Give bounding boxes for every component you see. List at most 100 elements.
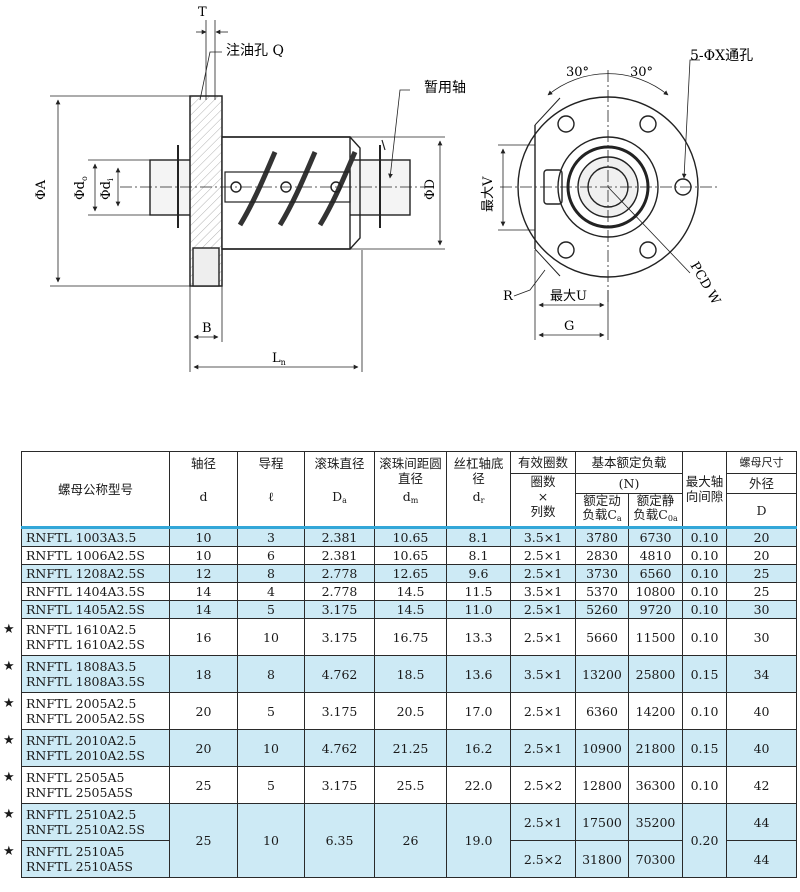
model-name: RNFTL 2510A5 [26, 844, 125, 859]
label-oil-hole: 注油孔 Q [226, 43, 284, 59]
table-cell: 0.10 [682, 546, 728, 565]
table-cell: 20 [169, 729, 238, 767]
model-name: RNFTL 1208A2.5S [26, 566, 145, 581]
table-cell: 0.10 [682, 692, 728, 730]
table-cell: 9720 [627, 600, 684, 619]
svg-text:Φdi: Φdi [99, 178, 115, 200]
header-turns: 有效圈数 [510, 451, 576, 474]
label-phiD: ΦD [423, 179, 438, 200]
table-cell: 14.5 [374, 600, 447, 619]
table-cell: 11.0 [446, 600, 511, 619]
table-cell: 2.5×1 [510, 803, 576, 841]
header-load: 基本额定负载 [574, 451, 684, 474]
label-phido: Φdo [73, 176, 89, 200]
star-icon: ★ [3, 806, 15, 822]
label-angle-left: 30° [566, 65, 589, 80]
model-cell: RNFTL 1208A2.5S [21, 564, 170, 583]
table-cell: 16.75 [374, 618, 447, 656]
table-cell: 44 [726, 803, 798, 841]
table-cell: 42 [726, 766, 798, 804]
table-cell: 2.381 [304, 546, 375, 565]
label-angle-right: 30° [630, 65, 653, 80]
table-cell: 34 [726, 655, 798, 693]
header-turns-sub: 圈数×列数 [510, 473, 576, 528]
table-cell: 44 [726, 840, 798, 878]
table-cell: 36300 [627, 766, 684, 804]
table-cell: 40 [726, 692, 798, 730]
table-cell: 10900 [575, 729, 629, 767]
table-cell: 6.35 [304, 803, 375, 878]
star-icon: ★ [3, 658, 15, 674]
model-cell: RNFTL 1404A3.5S [21, 582, 170, 601]
label-maxU: 最大U [550, 289, 587, 304]
table-cell: 16.2 [446, 729, 511, 767]
table-cell: 30 [726, 600, 798, 619]
model-name: RNFTL 1405A2.5S [26, 602, 145, 617]
header-dyn: 额定动负载Ca [575, 493, 629, 528]
table-cell: 16 [169, 618, 238, 656]
table-cell: 12 [169, 564, 238, 583]
label-R: R [503, 289, 514, 304]
table-cell: 18.5 [374, 655, 447, 693]
table-cell: 10 [237, 618, 305, 656]
model-name: RNFTL 2505A5S [26, 785, 133, 800]
table-cell: 14200 [627, 692, 684, 730]
table-cell: 5660 [575, 618, 629, 656]
table-cell: 18 [169, 655, 238, 693]
model-name: RNFTL 1610A2.5S [26, 637, 145, 652]
table-cell: 0.10 [682, 600, 728, 619]
star-icon: ★ [3, 695, 15, 711]
table-cell: 8.1 [446, 526, 511, 547]
table-cell: 0.10 [682, 564, 728, 583]
table-cell: 31800 [575, 840, 629, 878]
table-cell: 0.15 [682, 729, 728, 767]
table-cell: 3780 [575, 526, 629, 547]
table-cell: 5 [237, 766, 305, 804]
table-cell: 3730 [575, 564, 629, 583]
header-model: 螺母公称型号 [21, 451, 170, 528]
table-cell: 5370 [575, 582, 629, 601]
table-cell: 20 [169, 692, 238, 730]
model-name: RNFTL 1003A3.5 [26, 530, 137, 545]
table-cell: 10 [169, 546, 238, 565]
header-od: 外径 [726, 473, 798, 494]
table-cell: 12800 [575, 766, 629, 804]
table-cell: 6360 [575, 692, 629, 730]
table-cell: 2.5×2 [510, 766, 576, 804]
table-cell: 17.0 [446, 692, 511, 730]
table-cell: 2830 [575, 546, 629, 565]
table-cell: 5260 [575, 600, 629, 619]
model-cell: RNFTL 1405A2.5S [21, 600, 170, 619]
table-cell: 35200 [627, 803, 684, 841]
table-cell: 40 [726, 729, 798, 767]
model-name: RNFTL 2010A2.5 [26, 733, 137, 748]
star-icon: ★ [3, 769, 15, 785]
table-cell: 4 [237, 582, 305, 601]
label-G: G [564, 319, 574, 334]
table-cell: 21.25 [374, 729, 447, 767]
table-cell: 19.0 [446, 803, 511, 878]
table-cell: 25 [726, 582, 798, 601]
table-cell: 70300 [627, 840, 684, 878]
table-cell: 6560 [627, 564, 684, 583]
table-cell: 2.5×1 [510, 564, 576, 583]
table-cell: 25 [169, 766, 238, 804]
star-markers: ★★★★★★★ [3, 0, 21, 892]
table-cell: 0.10 [682, 766, 728, 804]
header-stat: 额定静负载C0a [627, 493, 684, 528]
table-cell: 3.175 [304, 618, 375, 656]
model-name: RNFTL 2505A5 [26, 770, 125, 785]
table-cell: 10.65 [374, 526, 447, 547]
